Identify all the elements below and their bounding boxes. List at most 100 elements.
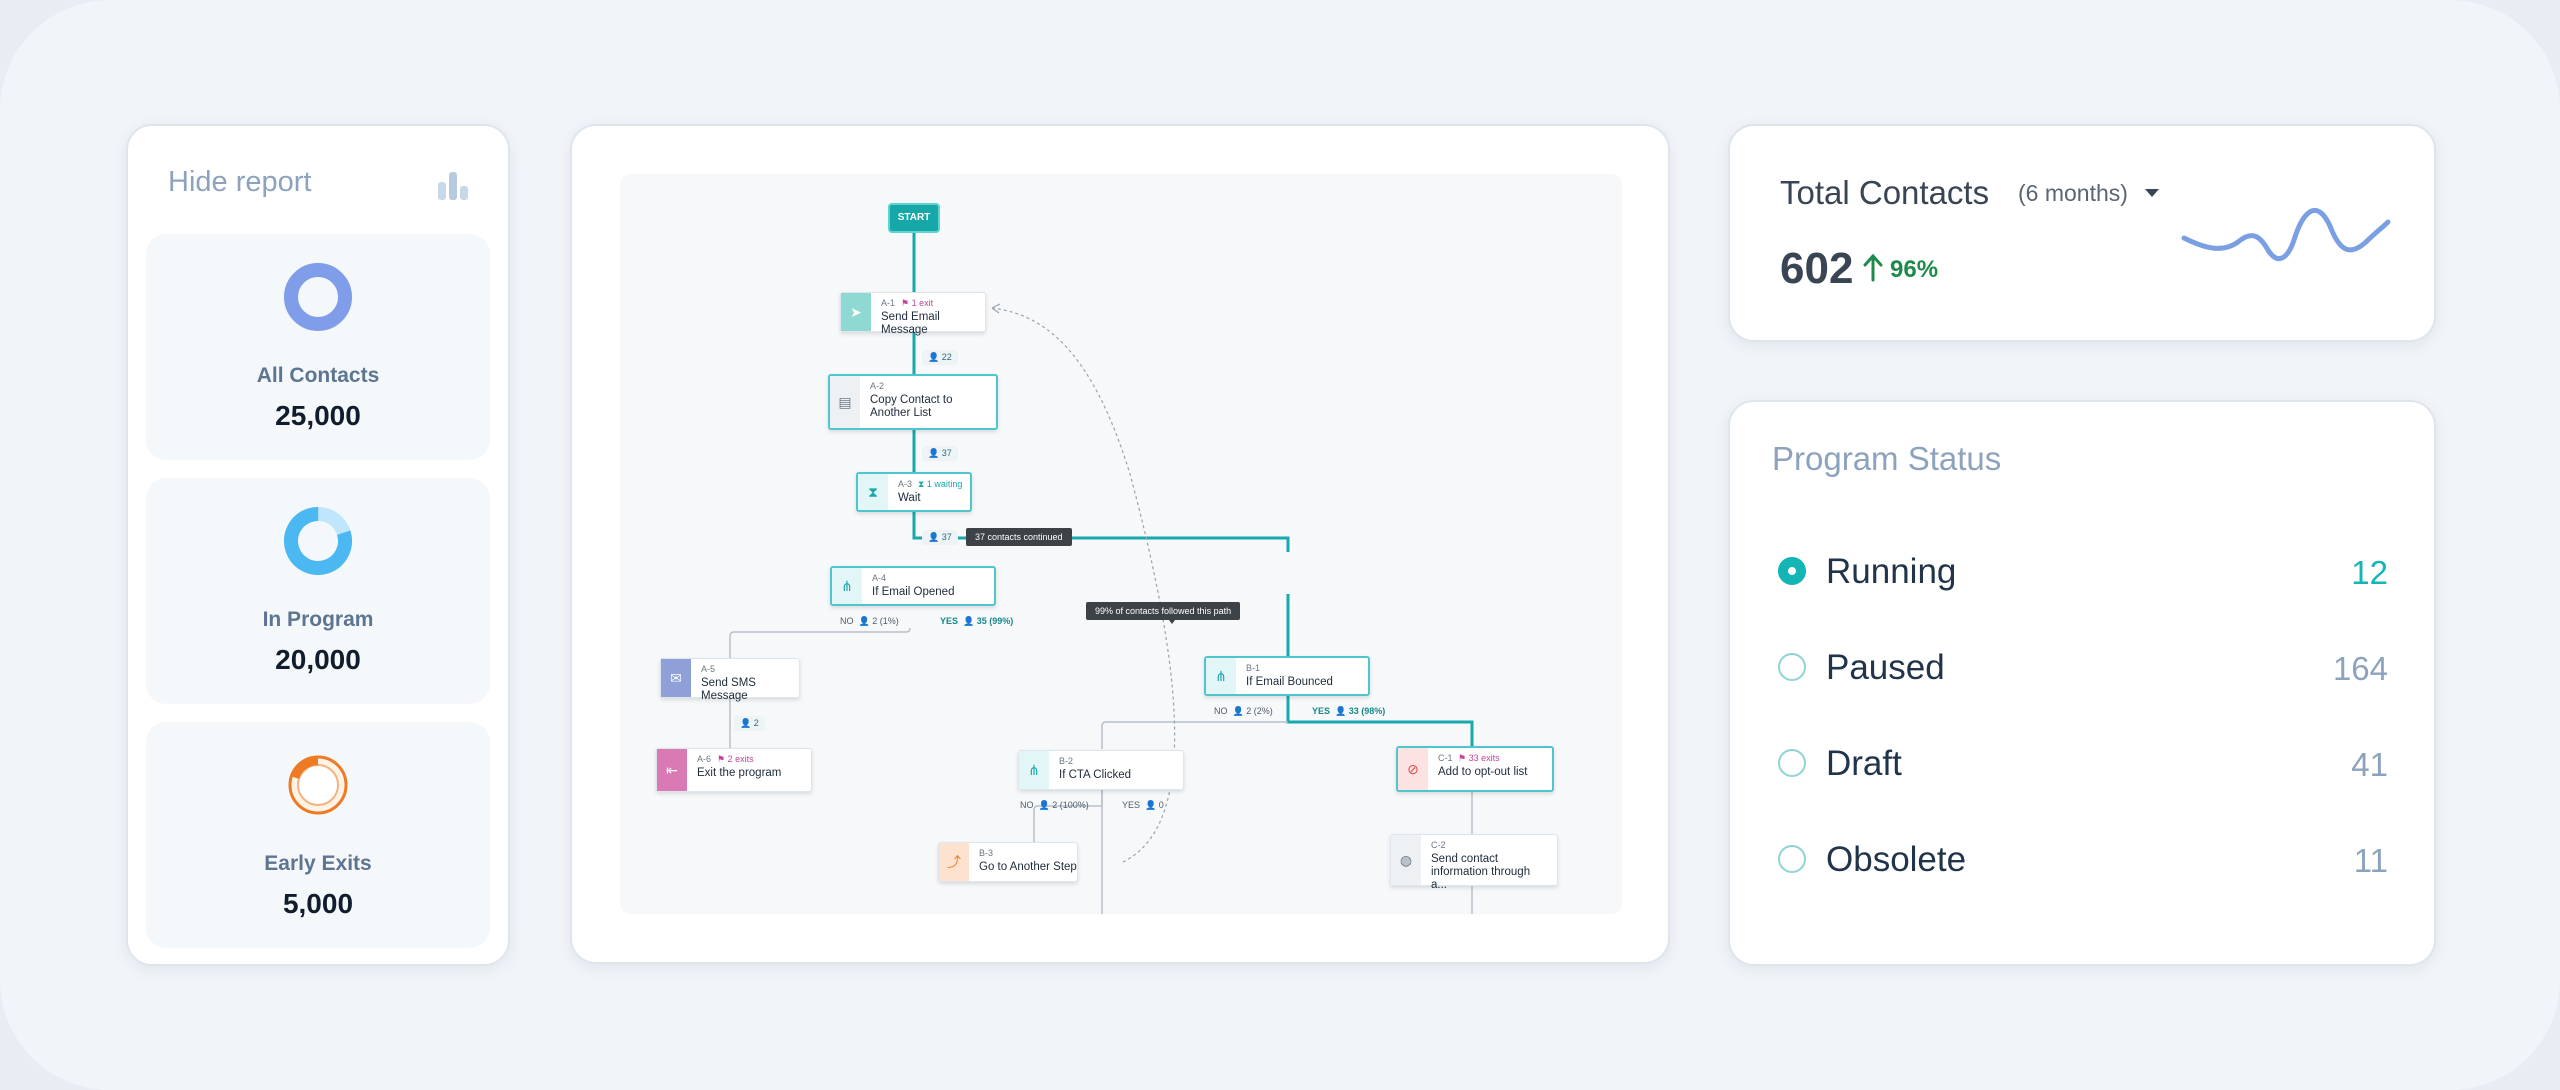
node-a6[interactable]: ⇤ A-6 ⚑ 2 exits Exit the program xyxy=(656,748,812,792)
trend-sparkline xyxy=(2181,207,2391,262)
workflow-connectors xyxy=(729,233,1474,914)
period-selector[interactable]: (6 months) xyxy=(2018,180,2128,206)
paper-plane-icon: ➤ xyxy=(841,293,871,331)
node-title: Send Email Message xyxy=(881,311,940,336)
node-title: If CTA Clicked xyxy=(1059,769,1131,781)
start-node[interactable]: START xyxy=(888,203,940,233)
all-contacts-ring-icon xyxy=(284,263,352,331)
path-tooltip: 99% of contacts followed this path xyxy=(1086,602,1241,620)
node-code: C-2 xyxy=(1431,840,1446,850)
report-panel: Hide report All Contacts 25,000 In Progr… xyxy=(126,124,510,966)
node-title: Add to opt-out list xyxy=(1438,766,1528,778)
node-code: A-6 xyxy=(697,754,712,764)
node-b2[interactable]: ⋔ B-2 If CTA Clicked xyxy=(1018,750,1184,790)
node-code: B-2 xyxy=(1059,756,1074,766)
workflow-card: START ➤ A-1 ⚑ 1 exit Send Email Message … xyxy=(570,124,1670,964)
radio-running[interactable] xyxy=(1778,557,1806,585)
node-code: A-5 xyxy=(701,664,716,674)
status-row-obsolete[interactable]: Obsolete 11 xyxy=(1778,840,2388,880)
count-chip: 👤 37 xyxy=(922,530,958,545)
node-title: Go to Another Step xyxy=(979,861,1077,873)
node-a3[interactable]: ⧗ A-3 ⧗ 1 waiting Wait xyxy=(856,472,972,512)
status-row-running[interactable]: Running 12 xyxy=(1778,552,2388,592)
total-contacts-value: 602 xyxy=(1780,244,1854,293)
stat-early-exits: Early Exits 5,000 xyxy=(146,722,490,948)
node-title: Copy Contact to Another List xyxy=(870,394,953,419)
exit-badge: ⚑ 2 exits xyxy=(717,754,754,764)
hourglass-icon: ⧗ xyxy=(858,474,888,510)
status-count: 11 xyxy=(2353,842,2388,879)
exit-icon: ⇤ xyxy=(657,749,687,791)
program-status-card: Program Status Running 12 Paused 164 Dra… xyxy=(1728,400,2436,966)
waiting-badge: ⧗ 1 waiting xyxy=(918,479,963,489)
status-label: Obsolete xyxy=(1826,840,1967,879)
node-code: A-1 xyxy=(881,298,896,308)
stat-label: Early Exits xyxy=(264,852,372,875)
node-a4[interactable]: ⋔ A-4 If Email Opened xyxy=(830,566,996,606)
b1-no-label: NO 👤 2 (2%) xyxy=(1214,706,1273,716)
block-icon: ⊘ xyxy=(1398,748,1428,790)
b1-yes-label: YES 👤 33 (98%) xyxy=(1312,706,1386,716)
b2-no-label: NO 👤 2 (100%) xyxy=(1020,800,1089,810)
node-c1[interactable]: ⊘ C-1 ⚑ 33 exits Add to opt-out list xyxy=(1396,746,1554,792)
node-a2[interactable]: ▤ A-2 Copy Contact to Another List xyxy=(828,374,998,430)
status-row-draft[interactable]: Draft 41 xyxy=(1778,744,2388,784)
node-title: Send contact information through a... xyxy=(1431,853,1531,891)
node-b3[interactable]: ⤴ B-3 Go to Another Step xyxy=(938,842,1078,882)
status-count: 41 xyxy=(2351,746,2388,783)
stat-label: All Contacts xyxy=(256,364,380,387)
count-chip: 👤 22 xyxy=(922,350,958,365)
continued-tooltip: 37 contacts continued xyxy=(966,528,1072,546)
chevron-down-icon[interactable] xyxy=(2145,189,2159,197)
count-chip: 👤 2 xyxy=(734,716,765,731)
early-exits-ring-icon xyxy=(288,755,348,815)
node-code: B-1 xyxy=(1246,663,1261,673)
arrow-up-icon xyxy=(1863,253,1883,282)
total-contacts-card: Total Contacts (6 months) 602 96% xyxy=(1728,124,2436,342)
goto-icon: ⤴ xyxy=(939,843,969,881)
branch-icon: ⋔ xyxy=(1206,658,1236,694)
copy-icon: ▤ xyxy=(830,376,860,428)
branch-icon: ⋔ xyxy=(1019,751,1049,789)
total-contacts-change: 96% xyxy=(1890,256,1939,283)
radio-paused[interactable] xyxy=(1778,653,1806,681)
total-contacts-title: Total Contacts xyxy=(1780,174,1990,211)
status-label: Draft xyxy=(1826,744,1902,783)
node-title: If Email Opened xyxy=(872,586,955,598)
stat-in-program: In Program 20,000 xyxy=(146,478,490,704)
hide-report-link[interactable]: Hide report xyxy=(168,166,312,198)
radio-draft[interactable] xyxy=(1778,749,1806,777)
b2-yes-label: YES 👤 0 xyxy=(1122,800,1164,810)
program-status-title: Program Status xyxy=(1772,440,2002,477)
stat-label: In Program xyxy=(262,608,374,631)
exit-badge: ⚑ 1 exit xyxy=(901,298,934,308)
node-title: Send SMS Message xyxy=(701,677,756,702)
stat-value: 20,000 xyxy=(275,644,361,675)
node-b1[interactable]: ⋔ B-1 If Email Bounced xyxy=(1204,656,1370,696)
status-count: 164 xyxy=(2332,650,2388,687)
a4-yes-label: YES 👤 35 (99%) xyxy=(940,616,1014,626)
node-a1[interactable]: ➤ A-1 ⚑ 1 exit Send Email Message xyxy=(840,292,986,336)
in-program-ring-icon xyxy=(284,507,352,575)
node-code: B-3 xyxy=(979,848,994,858)
node-title: Wait xyxy=(898,492,921,504)
node-title: Exit the program xyxy=(697,767,782,779)
sms-icon: ✉ xyxy=(661,659,691,697)
exit-badge: ⚑ 33 exits xyxy=(1458,753,1500,763)
workflow-canvas[interactable]: START ➤ A-1 ⚑ 1 exit Send Email Message … xyxy=(620,174,1622,914)
stat-value: 5,000 xyxy=(282,888,354,919)
a4-no-label: NO 👤 2 (1%) xyxy=(840,616,899,626)
status-row-paused[interactable]: Paused 164 xyxy=(1778,648,2388,688)
node-c2[interactable]: ◍ C-2 Send contact information through a… xyxy=(1390,834,1558,891)
node-code: C-1 xyxy=(1438,753,1453,763)
node-code: A-4 xyxy=(872,573,887,583)
globe-icon: ◍ xyxy=(1391,835,1421,885)
branch-icon: ⋔ xyxy=(832,568,862,604)
node-title: If Email Bounced xyxy=(1246,676,1333,688)
node-code: A-3 xyxy=(898,479,913,489)
node-a5[interactable]: ✉ A-5 Send SMS Message xyxy=(660,658,800,702)
status-label: Paused xyxy=(1826,648,1945,687)
radio-obsolete[interactable] xyxy=(1778,845,1806,873)
bar-chart-icon[interactable] xyxy=(436,168,470,202)
